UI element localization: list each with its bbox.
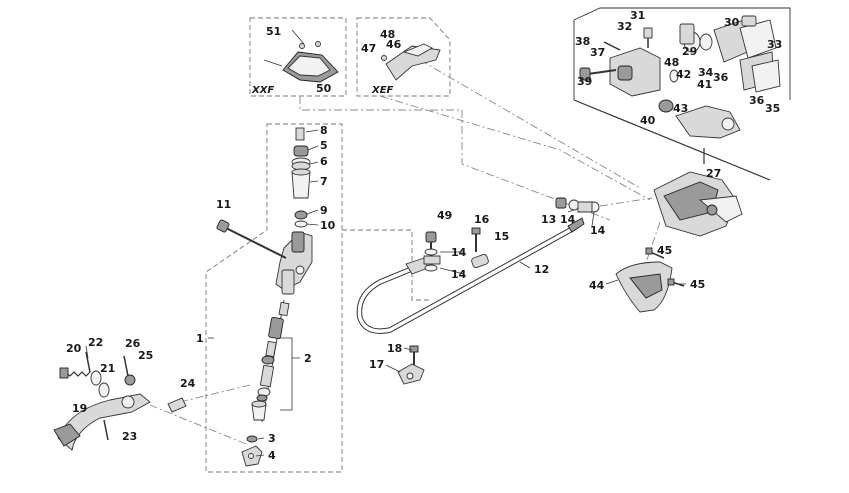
callout-33: 33 bbox=[767, 38, 782, 51]
brake-pedal bbox=[53, 393, 151, 451]
callout-37: 37 bbox=[590, 46, 605, 59]
pad-kit-callout bbox=[573, 7, 791, 181]
callout-50: 50 bbox=[316, 82, 332, 95]
rear-caliper bbox=[653, 171, 743, 237]
caliper-exploded bbox=[579, 15, 781, 139]
callout-16: 16 bbox=[474, 213, 490, 226]
part-callouts: 1 2 3 4 5 6 7 8 9 10 11 12 13 14 14 14 1… bbox=[66, 9, 782, 462]
callout-35: 35 bbox=[765, 102, 780, 115]
callout-36b: 36 bbox=[749, 94, 765, 107]
pedal-pivot-parts bbox=[85, 351, 187, 441]
callout-14c: 14 bbox=[451, 246, 467, 259]
clevis bbox=[241, 435, 263, 467]
pushrod-to-pedal-line bbox=[149, 404, 247, 445]
hose-clamp bbox=[397, 345, 425, 385]
pedal-spring bbox=[59, 367, 91, 379]
callout-39: 39 bbox=[577, 75, 592, 88]
callout-7: 7 bbox=[320, 175, 328, 188]
reservoir-stack bbox=[291, 127, 311, 228]
pushrod-kit bbox=[251, 299, 290, 423]
callout-31: 31 bbox=[630, 9, 645, 22]
callout-22: 22 bbox=[88, 336, 103, 349]
callout-18: 18 bbox=[387, 342, 402, 355]
master-cylinder-body bbox=[275, 231, 313, 295]
callout-40: 40 bbox=[640, 114, 656, 127]
group-label-xxf: XXF bbox=[251, 85, 274, 96]
callout-48b: 48 bbox=[664, 56, 679, 69]
callout-49: 49 bbox=[437, 209, 452, 222]
callout-11: 11 bbox=[216, 198, 231, 211]
cylinder-banjo bbox=[423, 231, 441, 272]
callout-14b: 14 bbox=[590, 224, 606, 237]
xef-frame bbox=[356, 17, 451, 97]
disc-guard bbox=[615, 247, 685, 313]
xxf-to-caliper-line bbox=[299, 96, 611, 221]
callout-47: 47 bbox=[361, 42, 376, 55]
callout-51: 51 bbox=[266, 25, 281, 38]
callout-13: 13 bbox=[541, 213, 556, 226]
callout-29: 29 bbox=[682, 45, 697, 58]
callout-10: 10 bbox=[320, 219, 336, 232]
callout-46: 46 bbox=[386, 38, 402, 51]
callout-25: 25 bbox=[138, 349, 153, 362]
callout-12: 12 bbox=[534, 263, 549, 276]
group-label-xef: XEF bbox=[371, 85, 394, 96]
callout-19: 19 bbox=[72, 402, 87, 415]
callout-41: 41 bbox=[697, 78, 712, 91]
pad-kit-frame bbox=[573, 7, 791, 100]
callout-23: 23 bbox=[122, 430, 137, 443]
callout-34: 34 bbox=[698, 66, 714, 79]
callout-5: 5 bbox=[320, 139, 328, 152]
hose-end-to-caliper-line bbox=[599, 197, 653, 207]
callout-36a: 36 bbox=[713, 71, 729, 84]
bolt-11 bbox=[216, 219, 287, 259]
callout-1: 1 bbox=[196, 332, 204, 345]
xxf-cable-guard bbox=[263, 41, 339, 83]
callout-38: 38 bbox=[575, 35, 590, 48]
callout-48a: 48 bbox=[380, 28, 395, 41]
pedal-to-cylinder-line bbox=[179, 384, 251, 403]
brake-hose bbox=[356, 217, 585, 334]
callout-14d: 14 bbox=[451, 268, 467, 281]
callout-27: 27 bbox=[706, 167, 721, 180]
xef-cable-guard bbox=[381, 43, 441, 81]
group-frames bbox=[205, 17, 451, 473]
callout-8: 8 bbox=[320, 124, 328, 137]
hose-fitting bbox=[471, 227, 489, 269]
xef-to-caliper-line bbox=[419, 59, 641, 189]
callout-15: 15 bbox=[494, 230, 509, 243]
callout-14a: 14 bbox=[560, 213, 576, 226]
callout-45b: 45 bbox=[690, 278, 705, 291]
callout-26: 26 bbox=[125, 337, 141, 350]
caliper-banjo bbox=[555, 197, 600, 213]
leader-lines bbox=[85, 29, 686, 457]
callout-4: 4 bbox=[268, 449, 276, 462]
callout-6: 6 bbox=[320, 155, 328, 168]
callout-24: 24 bbox=[180, 377, 196, 390]
callout-20: 20 bbox=[66, 342, 82, 355]
callout-9: 9 bbox=[320, 204, 328, 217]
callout-21: 21 bbox=[100, 362, 115, 375]
callout-3: 3 bbox=[268, 432, 276, 445]
pad-kit-pointer bbox=[573, 99, 771, 181]
xef-lower-line bbox=[379, 95, 651, 201]
callout-43: 43 bbox=[673, 102, 688, 115]
callout-42: 42 bbox=[676, 68, 691, 81]
connection-lines bbox=[149, 59, 661, 445]
callout-30: 30 bbox=[724, 16, 740, 29]
callout-44: 44 bbox=[589, 279, 605, 292]
callout-45a: 45 bbox=[657, 244, 672, 257]
xxf-frame bbox=[249, 17, 347, 97]
callout-2: 2 bbox=[304, 352, 312, 365]
callout-17: 17 bbox=[369, 358, 384, 371]
callout-32: 32 bbox=[617, 20, 632, 33]
master-cylinder-frame bbox=[205, 123, 343, 473]
